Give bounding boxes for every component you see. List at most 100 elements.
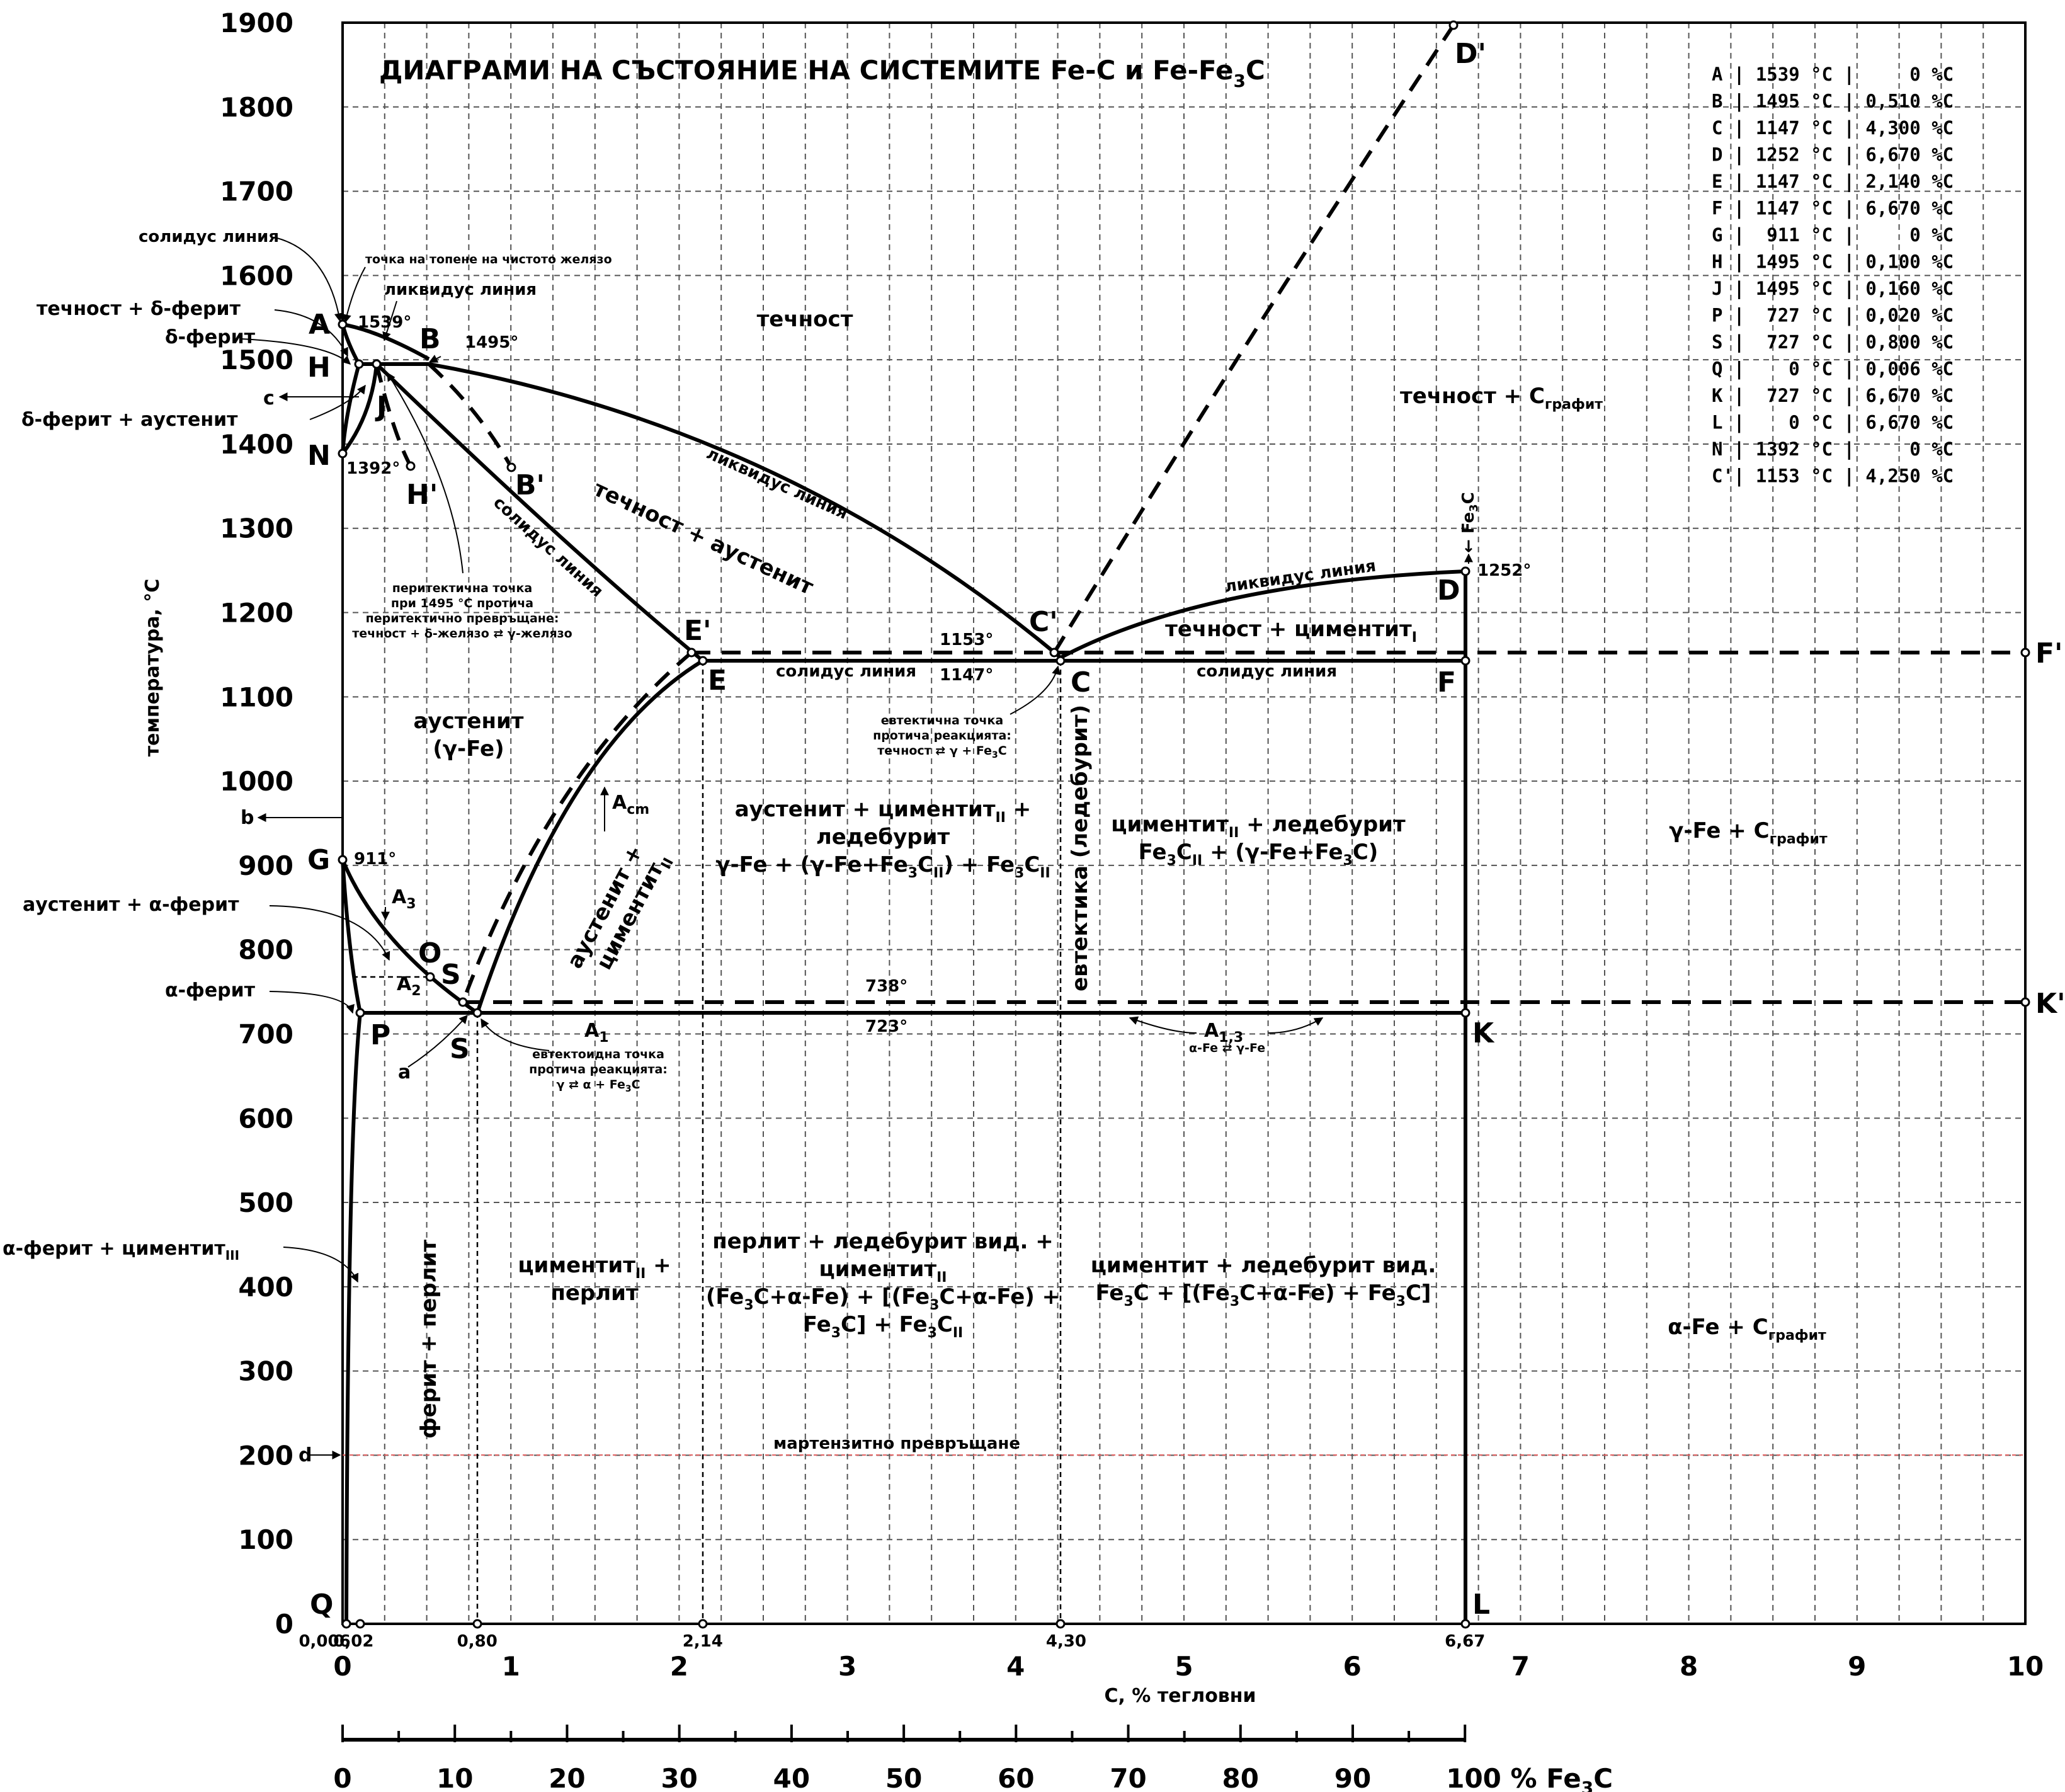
y-tick-label: 1700 — [220, 176, 293, 207]
fe3c-last-label: 100 % Fe3C — [1446, 1763, 1613, 1792]
y-axis-label: температура, °C — [142, 579, 164, 757]
region-pearlite-ledeburite: перлит + ледебурит вид. + циментитII (Fe… — [706, 1229, 1060, 1341]
x-special-label: 6,67 — [1445, 1632, 1485, 1651]
point-H: H — [307, 351, 331, 384]
region-hypereutectoid: аустенит + циментитII + ледебурит γ-Fe +… — [715, 797, 1050, 881]
x-axis-label: C, % тегловни — [1104, 1685, 1256, 1707]
region-austenite-1: аустенит — [413, 709, 523, 734]
solidus-JE — [375, 362, 704, 663]
region-austenite-2: (γ-Fe) — [433, 736, 504, 762]
point-D: D — [1437, 574, 1460, 607]
point-Cprime: C' — [1029, 606, 1058, 638]
liquidus-AB — [342, 322, 430, 361]
region-cementite-ledeburite: циментитII + ледебурит Fe3CII + (γ-Fe+Fe… — [1111, 812, 1406, 869]
y-tick-label: 600 — [238, 1103, 293, 1134]
point-O: O — [418, 937, 441, 969]
svg-text:аустенит + циментитII +: аустенит + циментитII + — [735, 797, 1032, 826]
point-A: A — [309, 309, 330, 341]
y-tick-label: 1900 — [220, 8, 293, 38]
fe3c-tick-label: 10 — [436, 1763, 473, 1792]
point-E: E — [708, 665, 727, 697]
solidus-label-top: солидус линия — [139, 227, 279, 246]
fe3c-tick-label: 70 — [1110, 1763, 1146, 1792]
martensite-label: мартензитно превръщане — [773, 1434, 1020, 1453]
point-S-upper: S — [441, 959, 461, 991]
point-Eprime: E' — [684, 615, 712, 647]
svg-text:перитектична точка: перитектична точка — [392, 581, 532, 595]
svg-text:циментитII: циментитII — [819, 1257, 947, 1286]
y-tick-label: 1300 — [220, 513, 293, 544]
y-tick-label: 900 — [238, 850, 293, 881]
region-liquid-graphite: течност + Cграфит — [1400, 384, 1603, 413]
region-aust-cementite-vertical: аустенит + циментитII — [562, 841, 677, 974]
line-HN — [341, 363, 361, 454]
svg-text:γ ⇄ α + Fe3C: γ ⇄ α + Fe3C — [556, 1078, 640, 1094]
region-liquid-cementite: течност + циментитI — [1165, 617, 1417, 646]
grid-lines — [343, 23, 2025, 1624]
liquidus-label-BC: ликвидус линия — [703, 444, 850, 523]
point-Q: Q — [310, 1589, 333, 1621]
x-special-label: 4,30 — [1046, 1632, 1086, 1651]
region-ferrite-pearlite: ферит + перлит — [416, 1240, 441, 1439]
svg-text:γ-Fe + (γ-Fe+Fe3CII) + Fe3CII: γ-Fe + (γ-Fe+Fe3CII) + Fe3CII — [715, 852, 1050, 881]
liquidus-CD-graphite — [1052, 24, 1455, 654]
x-tick-label: 5 — [1175, 1651, 1193, 1682]
solidus-label-EC: солидус линия — [776, 662, 916, 681]
x-tick-label: 3 — [838, 1651, 856, 1682]
y-tick-label: 300 — [238, 1356, 293, 1387]
peritectic-note: перитектична точка при 1495 °C протича п… — [352, 581, 572, 641]
y-tick-label: 700 — [238, 1019, 293, 1049]
label-alpha-ferrite: α-ферит — [165, 979, 256, 1002]
svg-text:течност ⇄ γ + Fe3C: течност ⇄ γ + Fe3C — [877, 744, 1006, 760]
label-A13-note: α-Fe ⇄ γ-Fe — [1189, 1041, 1265, 1055]
temp-723: 723° — [865, 1017, 907, 1036]
y-tick-label: 1600 — [220, 260, 293, 291]
svg-text:циментитII +: циментитII + — [518, 1253, 671, 1282]
svg-text:перлит + ледебурит вид. +: перлит + ледебурит вид. + — [712, 1229, 1054, 1254]
fe3c-tick-label: 40 — [773, 1763, 810, 1792]
y-tick-label: 1100 — [220, 682, 293, 712]
nodes — [338, 20, 2030, 1629]
svg-text:циментит + ледебурит вид.: циментит + ледебурит вид. — [1091, 1253, 1436, 1278]
fe3c-tick-label: 90 — [1334, 1763, 1371, 1792]
svg-text:Fe3C] + Fe3CII: Fe3C] + Fe3CII — [803, 1312, 963, 1341]
point-table-row: S | 727 °C | 0,800 %C — [1712, 331, 1954, 353]
point-table: A | 1539 °C | 0 %CB | 1495 °C | 0,510 %C… — [1712, 64, 1954, 487]
y-tick-label: 1400 — [220, 429, 293, 460]
svg-text:протича реакцията:: протича реакцията: — [873, 729, 1011, 743]
liquidus-BC — [428, 362, 1062, 659]
point-table-row: D | 1252 °C | 6,670 %C — [1712, 144, 1954, 166]
temp-911: 911° — [354, 850, 396, 869]
label-A2: A2 — [397, 973, 421, 999]
label-liquid-delta: течност + δ-ферит — [37, 298, 241, 320]
point-table-row: C | 1147 °C | 4,300 %C — [1712, 117, 1954, 139]
solidus-AH — [341, 324, 361, 365]
point-L: L — [1472, 1589, 1490, 1621]
y-tick-label: 500 — [238, 1187, 293, 1218]
point-G: G — [307, 844, 330, 876]
label-Acm: Acm — [612, 792, 649, 818]
a3-GS — [341, 859, 479, 1015]
temp-738: 738° — [865, 977, 907, 996]
region-cementite-ledeburite-transformed: циментит + ледебурит вид. Fe3C + [(Fe3C+… — [1091, 1253, 1436, 1310]
label-delta-aust: δ-ферит + аустенит — [21, 409, 238, 431]
x-tick-label: 10 — [2007, 1651, 2044, 1682]
point-table-row: N | 1392 °C | 0 %C — [1712, 438, 1954, 460]
point-Dprime: D' — [1455, 38, 1486, 70]
fe3c-tick-label: 50 — [885, 1763, 922, 1792]
x-special-label: 0,006 — [299, 1632, 350, 1651]
x-tick-label: 4 — [1006, 1651, 1025, 1682]
y-tick-label: 0 — [275, 1609, 293, 1640]
point-d: d — [299, 1444, 312, 1466]
diagram-title: ДИАГРАМИ НА СЪСТОЯНИЕ НА СИСТЕМИТЕ Fe-C … — [379, 55, 1265, 91]
point-a: a — [398, 1061, 411, 1083]
liquidus-label-top: ликвидус линия — [384, 280, 537, 299]
fe3c-tick-label: 60 — [998, 1763, 1034, 1792]
y-tick-label: 1800 — [220, 92, 293, 123]
point-table-row: G | 911 °C | 0 %C — [1712, 224, 1954, 246]
svg-text:при 1495 °C протича: при 1495 °C протича — [391, 596, 533, 610]
label-alpha-cem3: α-ферит + циментитIII — [3, 1238, 239, 1263]
fe3c-tick-label: 0 — [333, 1763, 351, 1792]
